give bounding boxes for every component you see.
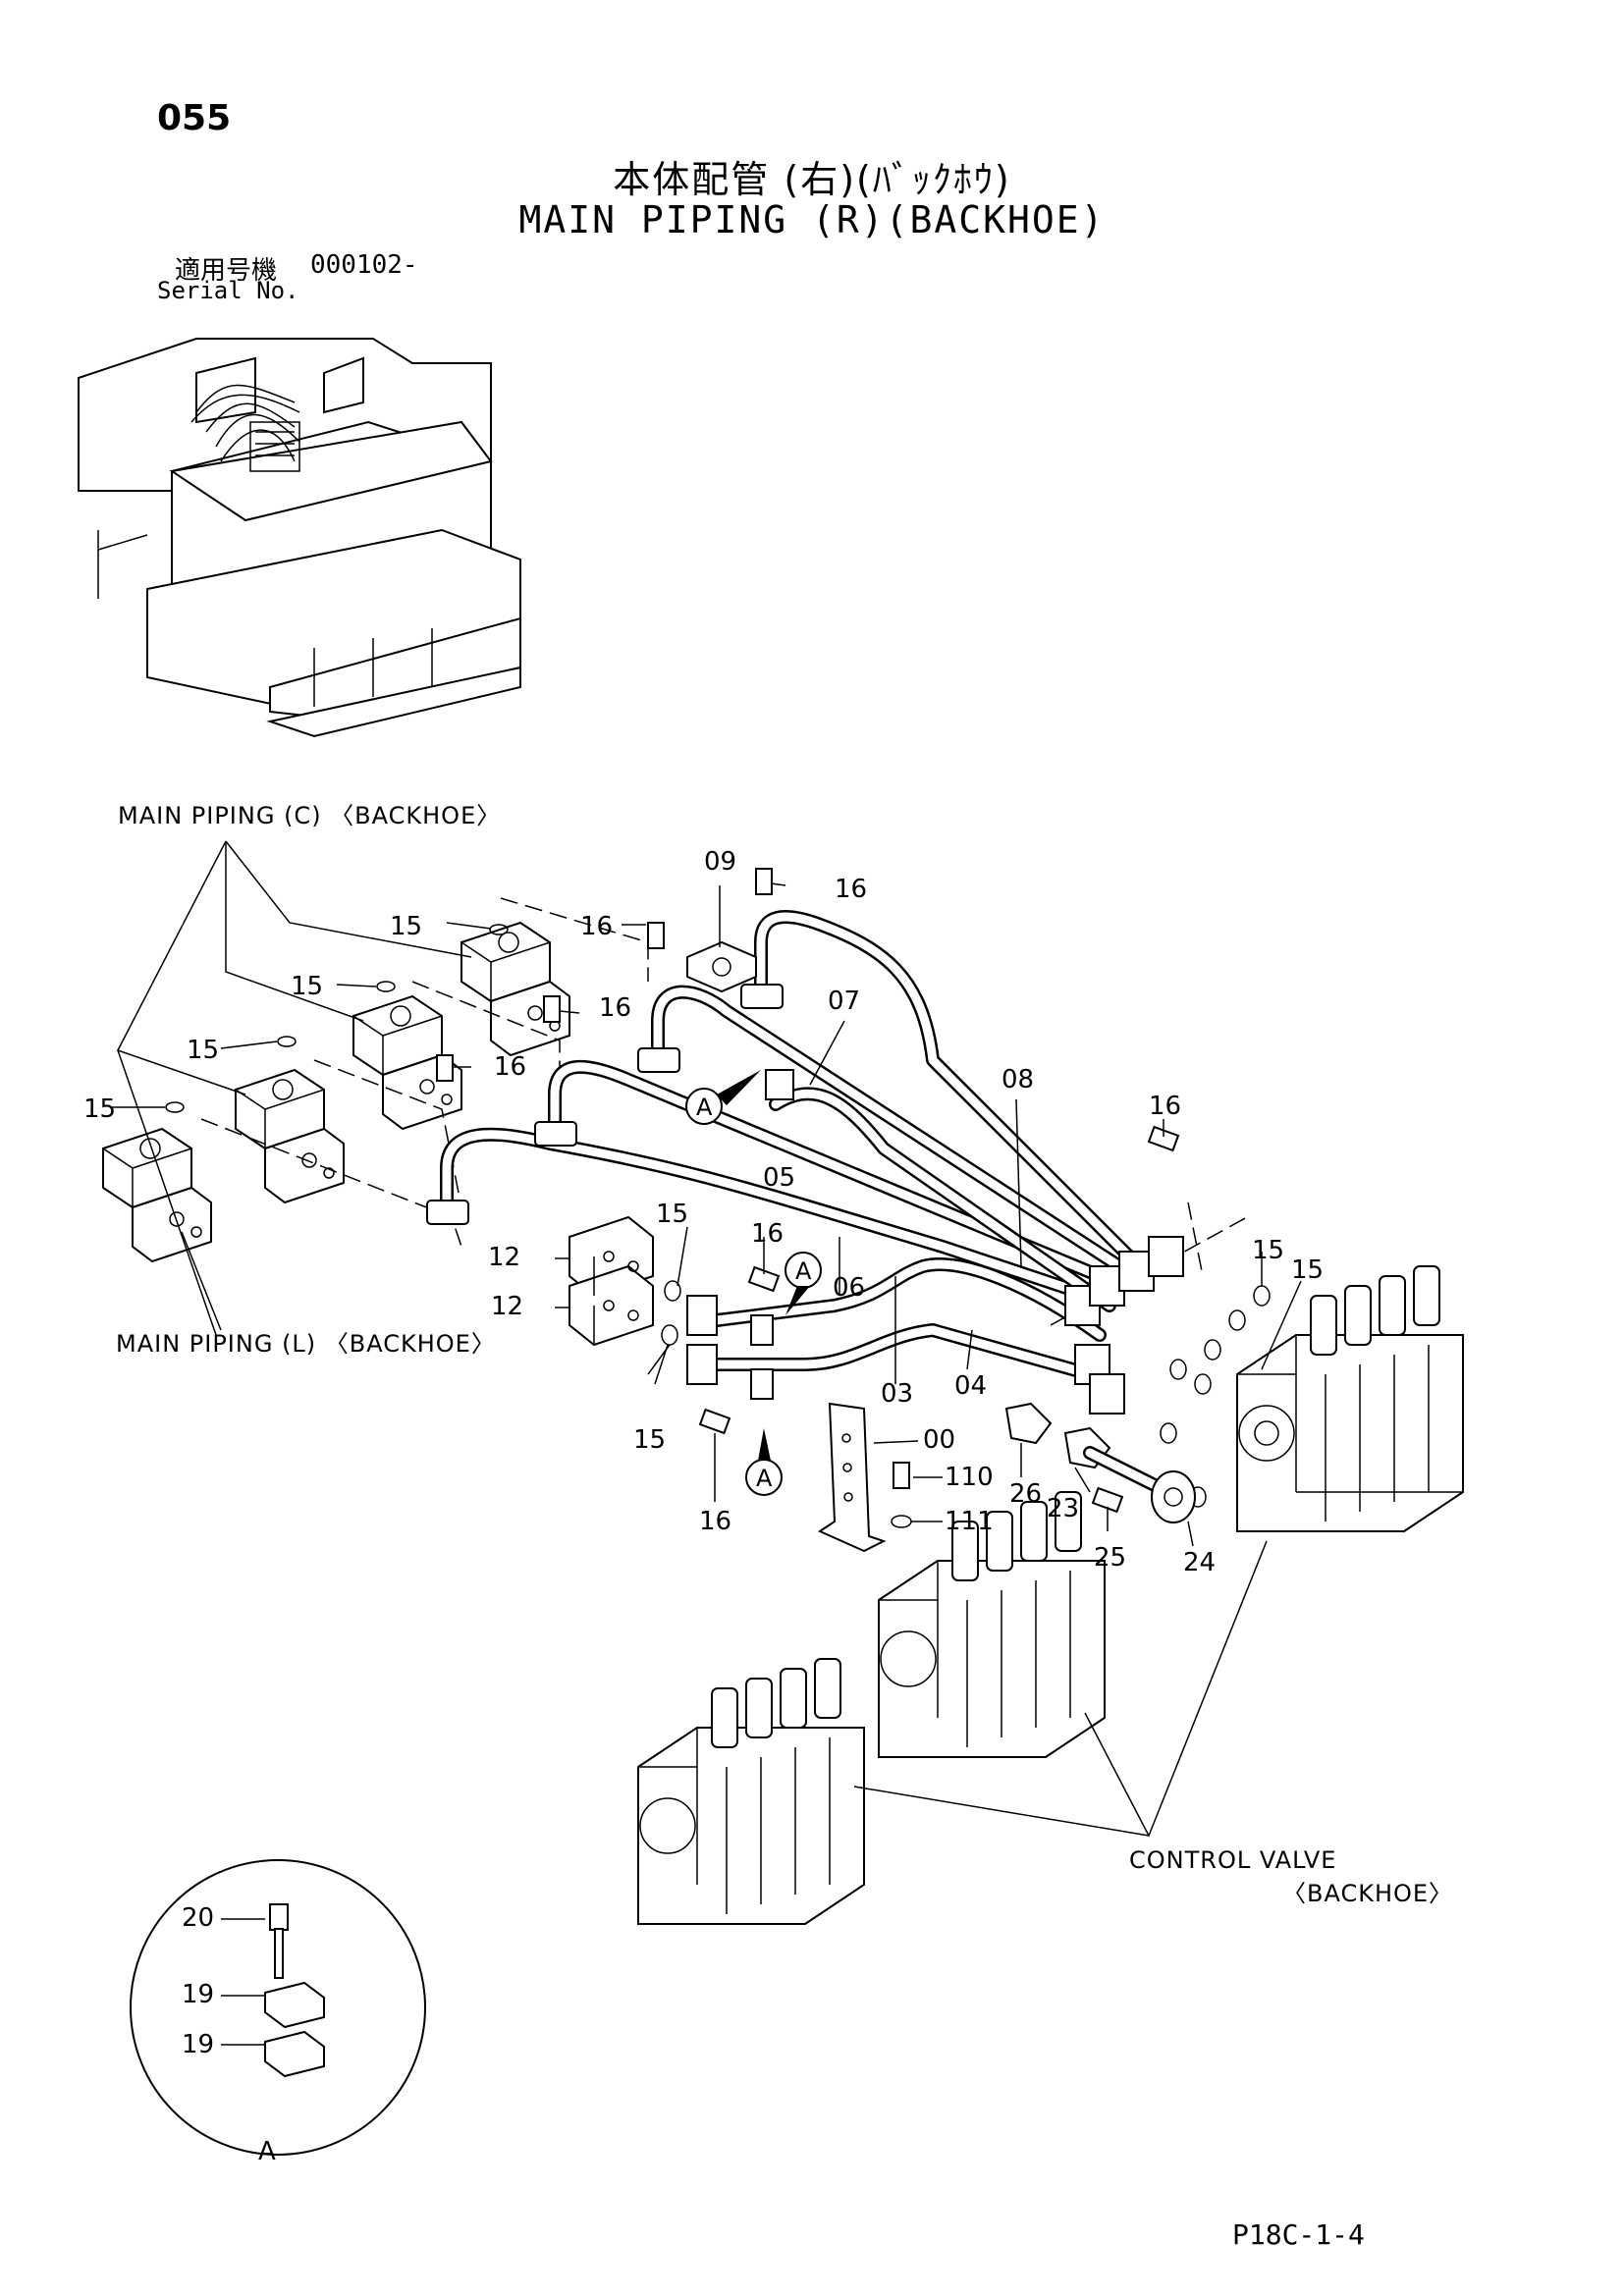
callout-15: 15 — [187, 1036, 219, 1065]
control-valve-assemblies — [637, 1265, 1464, 1925]
bolts — [436, 868, 1180, 1528]
callout-15: 15 — [633, 1425, 666, 1455]
fittings — [1004, 1402, 1196, 1523]
callout-16: 16 — [494, 1052, 526, 1082]
callout-20: 20 — [182, 1903, 214, 1933]
callout-19: 19 — [182, 2030, 214, 2059]
part-callout-numbers: 09 16 15 16 15 16 07 15 16 15 08 16 05 1… — [83, 847, 1324, 2059]
callout-16: 16 — [1149, 1092, 1181, 1121]
callout-12: 12 — [488, 1243, 520, 1272]
drawing-code: P18C-1-4 — [1232, 2218, 1365, 2251]
callout-leaders — [110, 882, 1302, 1547]
detail-a-label: A — [258, 2137, 276, 2166]
callout-09: 09 — [704, 847, 736, 877]
callout-15: 15 — [1252, 1236, 1284, 1265]
callout-26: 26 — [1009, 1479, 1042, 1509]
callout-15: 15 — [83, 1095, 116, 1124]
callout-08: 08 — [1001, 1065, 1034, 1095]
callout-111: 111 — [945, 1507, 994, 1536]
page-title-english: MAIN PIPING (R)(BACKHOE) — [518, 198, 1106, 241]
callout-03: 03 — [881, 1379, 913, 1409]
section-a-marker-label: A — [795, 1257, 812, 1285]
callout-16: 16 — [580, 912, 613, 941]
section-a-markers — [685, 1070, 822, 1496]
caption-main-piping-l: MAIN PIPING (L) 〈BACKHOE〉 — [116, 1330, 496, 1358]
serial-label-japanese: 適用号機 — [175, 256, 278, 286]
manifold-block-12 — [568, 1215, 654, 1347]
callout-15: 15 — [291, 972, 323, 1001]
callout-25: 25 — [1094, 1543, 1126, 1573]
callout-15: 15 — [1291, 1255, 1324, 1285]
callout-16: 16 — [699, 1507, 731, 1536]
caption-leaders — [116, 840, 472, 1336]
serial-label-english: Serial No. — [157, 277, 299, 304]
section-a-marker-label: A — [696, 1094, 713, 1121]
serial-range: 000102- — [310, 250, 418, 280]
page-number: 055 — [157, 98, 232, 138]
callout-04: 04 — [954, 1371, 987, 1401]
callout-24: 24 — [1183, 1548, 1216, 1577]
callout-16: 16 — [599, 993, 631, 1023]
callout-00: 00 — [923, 1425, 955, 1455]
callout-23: 23 — [1047, 1494, 1079, 1523]
caption-control-valve-backhoe: 〈BACKHOE〉 — [1282, 1880, 1453, 1907]
callout-16: 16 — [751, 1219, 784, 1249]
callout-110: 110 — [945, 1463, 994, 1492]
machine-overview-drawing — [78, 338, 521, 738]
callout-07: 07 — [828, 987, 860, 1016]
callout-15: 15 — [390, 912, 422, 941]
callout-06: 06 — [833, 1273, 865, 1303]
callout-05: 05 — [763, 1163, 795, 1193]
callout-15: 15 — [656, 1200, 688, 1229]
callout-12: 12 — [491, 1292, 523, 1321]
page-title-japanese: 本体配管 (右)(ﾊﾞｯｸﾎｳ) — [613, 158, 1011, 201]
pipe-flange-blocks — [102, 921, 570, 1263]
caption-control-valve: CONTROL VALVE — [1129, 1846, 1336, 1874]
pipe-flanges — [426, 940, 1184, 1415]
detail-a-callout-circle — [130, 1859, 426, 2156]
callout-19: 19 — [182, 1980, 214, 2009]
caption-main-piping-c: MAIN PIPING (C) 〈BACKHOE〉 — [118, 802, 501, 829]
bracket-00 — [817, 1402, 887, 1553]
callout-16: 16 — [835, 875, 867, 904]
section-a-marker-label: A — [756, 1465, 773, 1492]
